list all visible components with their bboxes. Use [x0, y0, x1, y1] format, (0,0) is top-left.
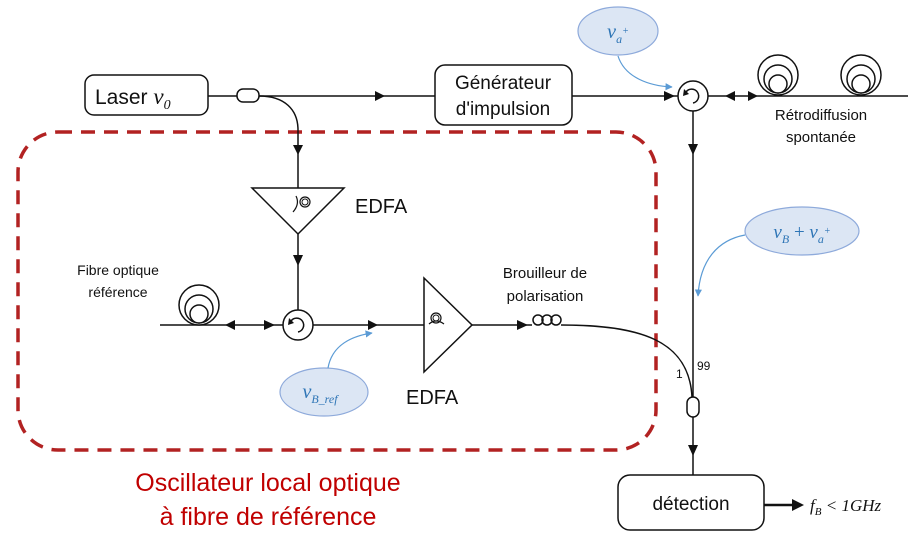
coupler-ratio-1: 1 [676, 367, 683, 381]
line-scrambler-to-coupler [560, 324, 693, 398]
bubble-nu-b-ref-text: νB_ref [302, 381, 339, 406]
output-coupler [686, 396, 700, 418]
arrow-to-edfa-bottom [368, 320, 378, 330]
edfa-bottom-amplifier [423, 276, 474, 374]
bubble-nu-b-plus-a-text: νB + νa+ [773, 222, 830, 246]
local-oscillator-box [16, 130, 658, 452]
fiber-ref-line2: référence [88, 284, 147, 300]
backscatter-line1: Rétrodiffusion [775, 107, 867, 124]
edfa-top-amplifier [250, 187, 346, 236]
ref-arrow-right [264, 320, 275, 330]
scrambler-line1: Brouilleur de [503, 265, 587, 282]
bubble-nu-b-plus-a [744, 206, 860, 256]
pointer-nu-b-ref [327, 330, 373, 369]
output-frequency: fB < 1GHz [810, 496, 881, 518]
scrambler-line2: polarisation [507, 288, 584, 305]
bidir-arrow-right [748, 91, 758, 101]
arrow-to-circulator [664, 91, 675, 101]
fiber-ref-line1: Fibre optique [77, 262, 159, 278]
arrow-detection-output [792, 499, 804, 511]
arrow-to-circulator-mid [293, 255, 303, 266]
arrow-to-edfa-top [293, 145, 303, 155]
fiber-spool-1 [757, 54, 799, 96]
pointer-nu-a-plus [617, 55, 673, 91]
circulator-top [677, 80, 709, 112]
bubble-nu-b-ref [279, 367, 369, 417]
laser-box [84, 74, 209, 116]
arrow-down-1 [688, 144, 698, 155]
edfa-bottom-label: EDFA [406, 387, 459, 409]
bubble-nu-a-plus-text: νa+ [607, 21, 629, 46]
bubble-nu-a-plus [577, 6, 659, 56]
generator-line2: d'impulsion [456, 99, 550, 120]
circulator-top-arrowhead [683, 89, 689, 96]
arrow-to-generator [375, 91, 385, 101]
arrow-to-scrambler [517, 320, 528, 330]
box-title-line1: Oscillateur local optique [135, 469, 400, 497]
arrow-down-2 [688, 445, 698, 456]
laser-label: Laser ν0 [95, 84, 171, 113]
circulator-mid-arrow [290, 317, 305, 333]
pointer-nu-b-plus-a [694, 234, 746, 297]
edfa-top-label: EDFA [355, 196, 408, 218]
laser-coupler [236, 88, 260, 103]
generator-line1: Générateur [455, 73, 552, 94]
polarization-scrambler [532, 314, 562, 326]
line-coupler-to-edfa [258, 95, 299, 188]
coupler-ratio-99: 99 [697, 359, 711, 373]
bidir-arrow-left [725, 91, 735, 101]
ref-arrow-left [225, 320, 235, 330]
circulator-mid [282, 309, 314, 341]
circulator-mid-arrowhead [288, 318, 294, 325]
detection-label: détection [652, 494, 729, 515]
backscatter-line2: spontanée [786, 129, 856, 146]
box-title-line2: à fibre de référence [160, 503, 377, 531]
fiber-spool-2 [840, 54, 882, 96]
detection-box [617, 474, 765, 531]
circulator-top-arrow [685, 88, 700, 104]
pulse-generator-box [434, 64, 573, 126]
fiber-spool-reference [178, 284, 220, 326]
